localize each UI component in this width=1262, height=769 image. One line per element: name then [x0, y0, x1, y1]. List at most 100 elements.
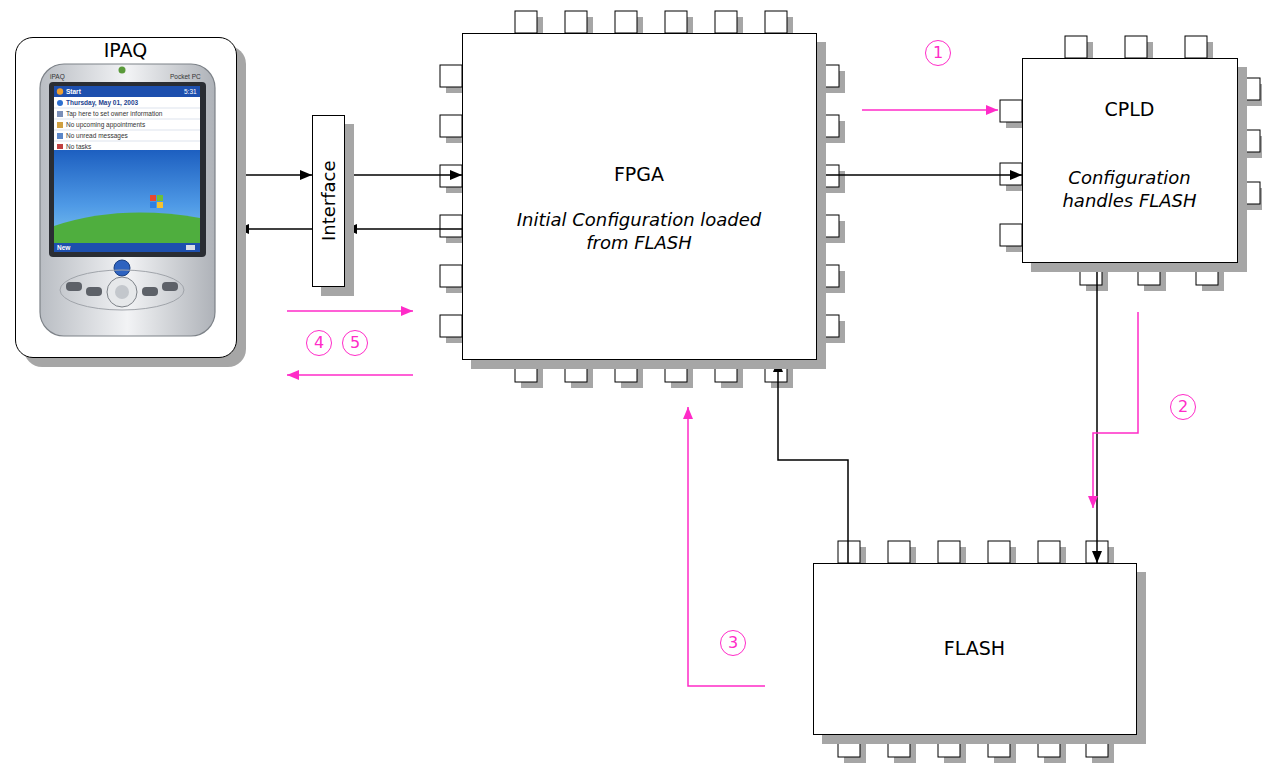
- chip-pin: [1038, 541, 1060, 563]
- chip-pin: [988, 541, 1010, 563]
- row-separators: [54, 108, 200, 141]
- chip-pin: [1238, 78, 1260, 100]
- pda-button: [142, 287, 158, 296]
- pda-button: [66, 282, 82, 291]
- pda-led: [118, 66, 125, 73]
- pda-joystick: [107, 277, 137, 307]
- row-line: [54, 118, 200, 119]
- chip-pin: [1065, 36, 1087, 58]
- pda-wallpaper: [54, 150, 200, 243]
- step-arrow: [862, 109, 998, 111]
- keyboard-icon: [186, 245, 195, 250]
- chip-pin: [1138, 263, 1160, 285]
- chip-pin: [765, 360, 787, 382]
- chip-pin: [1238, 182, 1260, 204]
- chip-pin: [817, 165, 839, 187]
- node-title: FPGA: [489, 162, 789, 187]
- pda-screen: [54, 86, 200, 252]
- pda-illustration: [15, 37, 237, 358]
- node-title: FLASH: [825, 636, 1125, 661]
- row-icon: [57, 144, 63, 149]
- node-title: IPAQ: [26, 38, 226, 63]
- joystick-center: [115, 285, 129, 299]
- chip-pin: [615, 11, 637, 33]
- step-arrow: [1093, 312, 1138, 508]
- row-icons: [57, 100, 63, 149]
- step-arrow: [287, 374, 413, 376]
- callout-number: 4: [306, 330, 332, 356]
- chip-pin: [938, 541, 960, 563]
- step-arrow: [688, 407, 765, 686]
- chip-pin: [765, 11, 787, 33]
- step-arrow: [287, 310, 413, 312]
- chip-pin: [1185, 36, 1207, 58]
- chip-pin: [838, 541, 860, 563]
- chip-pin: [565, 11, 587, 33]
- chip-pin: [988, 735, 1010, 757]
- pda-title-bar: [54, 86, 200, 97]
- chip-pin: [817, 265, 839, 287]
- chip-pin: [1000, 163, 1022, 185]
- chip-pin: [817, 315, 839, 337]
- connector-arrow: [817, 174, 1022, 176]
- windows-flag: [150, 195, 163, 208]
- chip-pin: [665, 11, 687, 33]
- chip-pin: [440, 65, 462, 87]
- row-icon: [57, 133, 63, 139]
- chip-pin: [1196, 263, 1218, 285]
- flag-part: [157, 195, 163, 201]
- chip-pin: [888, 735, 910, 757]
- flash-chip: FLASH: [813, 563, 1137, 735]
- chip-pin: [440, 115, 462, 137]
- callout-number: 2: [1170, 394, 1196, 420]
- chip-pin: [440, 265, 462, 287]
- row-line: [54, 129, 200, 130]
- chip-pin: [715, 11, 737, 33]
- row-icon: [57, 100, 63, 106]
- chip-pin: [817, 215, 839, 237]
- flag-part: [157, 202, 163, 208]
- wallpaper-hill: [54, 212, 200, 242]
- chip-pin: [1125, 36, 1147, 58]
- connector-arrow: [778, 360, 848, 563]
- connector-arrow: [1096, 263, 1098, 563]
- chip-pin: [665, 360, 687, 382]
- chip-pin: [1080, 263, 1102, 285]
- chip-pin: [838, 735, 860, 757]
- row-icon: [57, 111, 63, 117]
- interface-box: Interface: [312, 115, 345, 287]
- node-title: CPLD: [1032, 97, 1228, 122]
- chip-pin: [817, 65, 839, 87]
- callout-number: 1: [925, 40, 951, 66]
- pda-button: [86, 287, 102, 296]
- chip-pin: [440, 165, 462, 187]
- chip-pin: [938, 735, 960, 757]
- start-icon: [56, 88, 62, 94]
- chip-pin: [1238, 130, 1260, 152]
- row-icon: [57, 122, 63, 128]
- connector-arrow: [345, 228, 462, 230]
- chip-pin: [515, 11, 537, 33]
- row-line: [54, 107, 200, 108]
- row-line: [54, 140, 200, 141]
- node-note: Initial Configuration loaded from FLASH: [515, 208, 763, 255]
- flag-part: [150, 195, 156, 201]
- flag-part: [150, 202, 156, 208]
- cpld-chip: CPLD Configuration handles FLASH: [1022, 58, 1238, 263]
- pda-button: [162, 282, 178, 291]
- chip-pin: [615, 360, 637, 382]
- chip-pin: [565, 360, 587, 382]
- hp-button: [114, 260, 130, 276]
- device-panel: IPAQ: [15, 37, 237, 358]
- pda-menu-bar: [54, 243, 200, 252]
- pda-body: [40, 64, 215, 336]
- node-note: Configuration handles FLASH: [1032, 166, 1228, 213]
- chip-pin: [515, 360, 537, 382]
- chip-pin: [1038, 735, 1060, 757]
- pda-bezel: [49, 82, 206, 257]
- chip-pin: [817, 115, 839, 137]
- callout-number: 3: [720, 630, 746, 656]
- connector-arrow: [345, 174, 462, 176]
- chip-pin: [1086, 735, 1108, 757]
